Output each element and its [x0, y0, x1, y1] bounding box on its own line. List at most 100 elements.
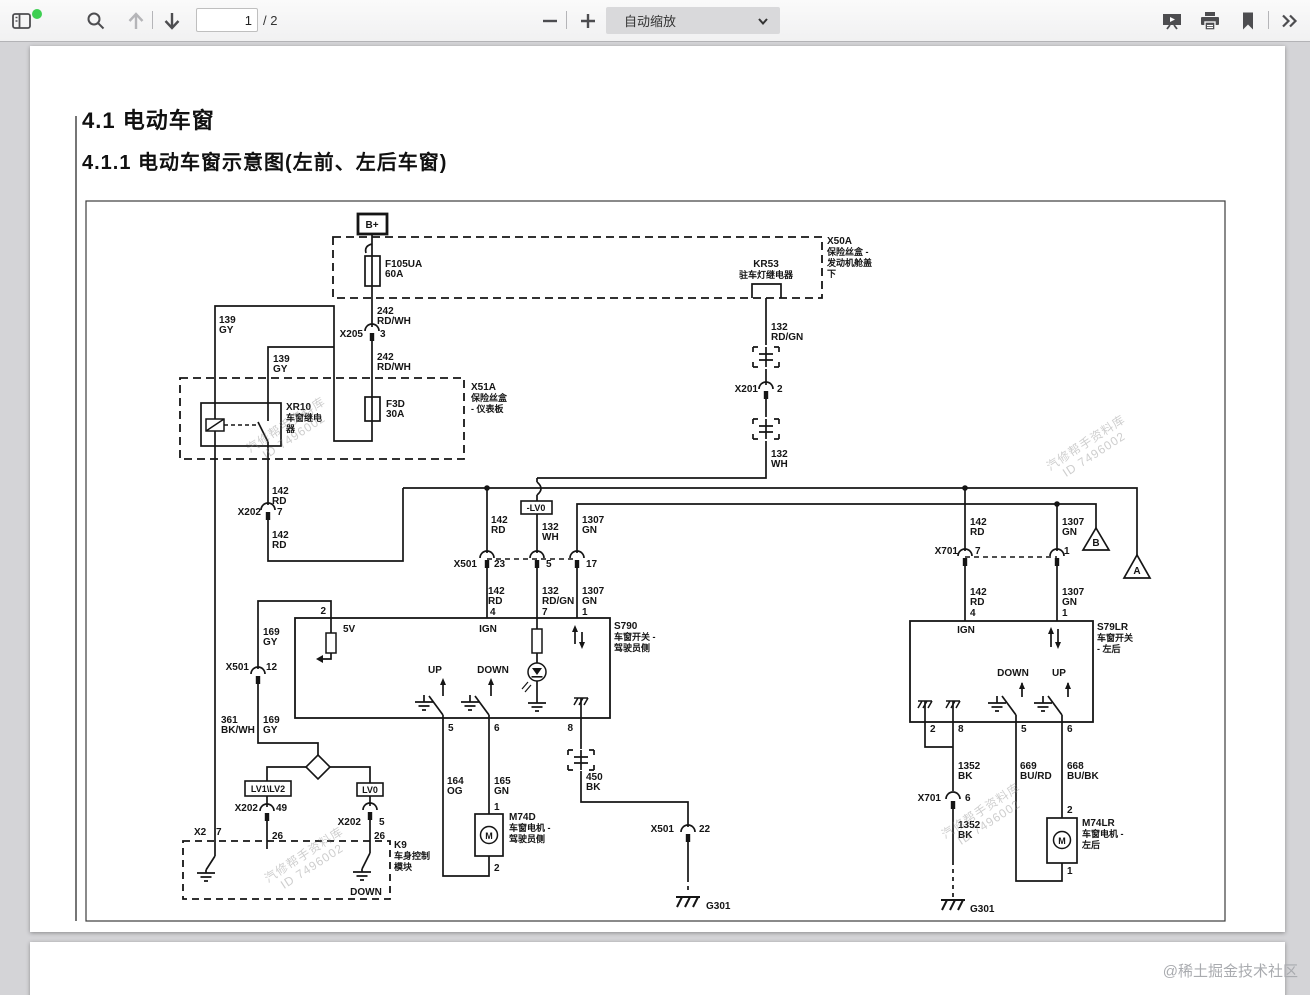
motor-letter: M — [485, 831, 493, 841]
page-number-input[interactable] — [196, 8, 258, 32]
wire-label: 169 — [263, 627, 280, 638]
motor-symbol — [1052, 830, 1072, 850]
toolbar-divider — [152, 11, 153, 29]
subsection-heading: 4.1.1 电动车窗示意图(左前、左后车窗) — [82, 152, 448, 174]
component-boxes — [179, 212, 1152, 900]
component-label: 车窗开关 - — [614, 631, 656, 642]
wire-label: 1307 — [1062, 517, 1085, 528]
wire-label: 142 — [272, 530, 289, 541]
pin-label: 5 — [379, 817, 385, 828]
component-label: X50A — [827, 236, 852, 247]
component-label: 驾驶员侧 — [614, 642, 650, 653]
wire-label: WH — [771, 459, 788, 470]
wire-label: BK — [958, 830, 973, 841]
wire-label: 132 — [771, 322, 788, 333]
component-label: - 左后 — [1097, 643, 1121, 654]
zoom-in-button[interactable] — [574, 7, 601, 34]
wire-label: 1307 — [1062, 587, 1085, 598]
wire-label: BU/RD — [1020, 771, 1052, 782]
component-label: 左后 — [1081, 839, 1100, 850]
wire-label: 139 — [219, 315, 236, 326]
pin-label: 26 — [374, 831, 386, 842]
wire-label: 668 — [1067, 761, 1084, 772]
wiring-lines — [205, 234, 1138, 882]
next-page-button[interactable] — [158, 7, 185, 34]
wire-label: GY — [273, 364, 288, 375]
pin-label: 23 — [494, 559, 506, 570]
pin-label: 2 — [777, 384, 783, 395]
wire-label: 165 — [494, 776, 511, 787]
switch-s790 — [294, 617, 611, 719]
print-icon — [1200, 11, 1219, 31]
sidebar-toggle-icon — [11, 12, 31, 29]
arrow-left — [316, 655, 323, 663]
connector-label: X2 — [194, 827, 207, 838]
relay-kr53-symbol — [751, 283, 782, 298]
fuse-internal — [531, 628, 543, 654]
wire-label: 1307 — [582, 515, 605, 526]
wire-label: 142 — [491, 515, 508, 526]
previous-page-button[interactable] — [122, 7, 149, 34]
ground-g301 — [675, 896, 701, 908]
fuse-f105ua — [364, 255, 381, 287]
print-button[interactable] — [1196, 7, 1223, 34]
search-icon — [87, 12, 104, 29]
wire-label: RD — [272, 496, 286, 507]
zoom-select-dropdown[interactable]: 自动缩放 — [606, 7, 780, 34]
wire-label: RD/WH — [377, 316, 411, 327]
wire-label: 242 — [377, 352, 394, 363]
wire-label: 132 — [771, 449, 788, 460]
component-label: 车窗继电 — [286, 412, 322, 423]
page-count-label: / 2 — [263, 13, 278, 28]
connector-label: X202 — [238, 507, 262, 518]
junction-dot — [1054, 501, 1060, 507]
component-label: 30A — [386, 409, 404, 420]
component-label: X51A — [471, 382, 496, 393]
presentation-mode-button[interactable] — [1158, 7, 1185, 34]
junction-dot — [962, 485, 968, 491]
relay-coil — [205, 418, 225, 432]
wire-label: BK — [586, 782, 601, 793]
led-indicator — [527, 662, 547, 682]
pin-label: 1 — [1062, 608, 1068, 619]
wire-label: 132 — [542, 586, 559, 597]
wire-label: BK — [958, 771, 973, 782]
connector-label: X501 — [651, 824, 675, 835]
connector-label: X202 — [235, 803, 259, 814]
component-label: S790 — [614, 621, 638, 632]
pin-label: 22 — [699, 824, 711, 835]
wire-label: GN — [494, 786, 509, 797]
diagram-labels: B+ F105UA 60A X50A 保险丝盒 - 发动机舱盖 下 KR53 驻… — [194, 220, 1141, 915]
pin-label: 7 — [216, 827, 222, 838]
pdf-page-1: 4.1 电动车窗 4.1.1 电动车窗示意图(左前、左后车窗) — [30, 46, 1285, 932]
bookmark-button[interactable] — [1234, 7, 1261, 34]
component-label: IGN — [957, 625, 975, 636]
wire-label: RD — [488, 596, 502, 607]
wire-label: 139 — [273, 354, 290, 365]
sidebar-toggle-button[interactable] — [8, 7, 42, 34]
arrow-up — [440, 678, 446, 685]
component-label: 5V — [343, 624, 356, 635]
chevron-down-icon — [758, 17, 768, 25]
pin-label: 6 — [494, 723, 500, 734]
more-tools-button[interactable] — [1276, 7, 1303, 34]
connector-label: X201 — [735, 384, 759, 395]
section-heading: 4.1 电动车窗 — [82, 108, 215, 133]
zoom-out-button[interactable] — [536, 7, 563, 34]
toolbar-divider — [566, 11, 567, 29]
dashed-lines — [224, 424, 1057, 897]
off-page-label: B — [1092, 538, 1099, 549]
search-button[interactable] — [82, 7, 109, 34]
pin-label: 2 — [1067, 805, 1073, 816]
pin-label: 6 — [965, 793, 971, 804]
pin-label: 8 — [958, 724, 964, 735]
pin-label: 6 — [1067, 724, 1073, 735]
pin-label: 49 — [276, 803, 288, 814]
component-label: B+ — [365, 220, 378, 231]
label-box-lv0-neg — [520, 500, 553, 515]
component-label: - 仪表板 — [471, 403, 504, 414]
component-label: KR53 — [753, 259, 779, 270]
arrow-down-icon — [164, 12, 179, 30]
wire-label: 669 — [1020, 761, 1037, 772]
